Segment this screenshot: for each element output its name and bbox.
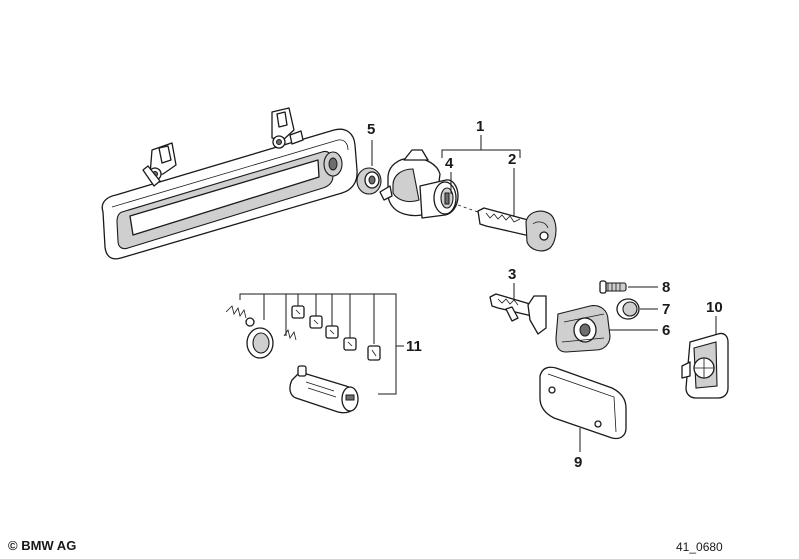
key-2 — [477, 207, 557, 252]
callout-8: 8 — [662, 279, 670, 296]
callout-1: 1 — [476, 118, 484, 135]
callout-2: 2 — [508, 151, 516, 168]
callout-9: 9 — [574, 454, 582, 471]
part-10-bracket — [681, 332, 729, 399]
callout-11: 11 — [406, 338, 422, 355]
part-11-kit — [225, 293, 404, 414]
copyright-notice: © BMW AG — [8, 538, 77, 553]
callout-5: 5 — [367, 121, 375, 138]
drawing-number: 41_0680 — [676, 540, 723, 554]
callout-7: 7 — [662, 301, 670, 318]
lock-cylinder-housing — [379, 149, 459, 219]
callout-3: 3 — [508, 266, 516, 283]
part-9-cover — [539, 366, 627, 440]
callout-10: 10 — [706, 299, 723, 316]
part-6-plate — [555, 305, 611, 353]
part-8-screw — [599, 280, 627, 294]
door-handle — [101, 107, 358, 260]
part-7-cap — [616, 298, 640, 320]
callout-4: 4 — [445, 155, 454, 172]
callout-6: 6 — [662, 322, 670, 339]
key-3 — [489, 293, 547, 335]
part-5-ring — [356, 167, 382, 195]
